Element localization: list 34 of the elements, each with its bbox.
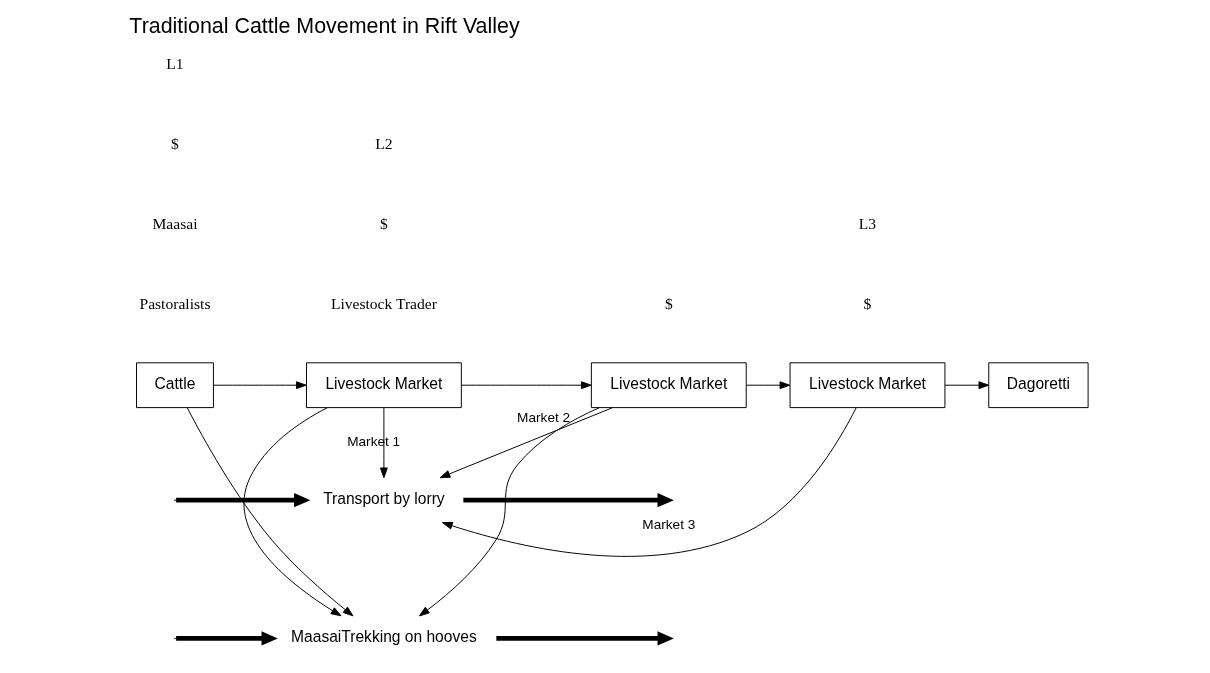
- node-text: MaasaiTrekking on hooves: [291, 628, 477, 646]
- arrow: [380, 407, 388, 479]
- edge-label: Market 3: [642, 516, 696, 532]
- label: L2: [375, 135, 393, 153]
- label: Livestock Trader: [330, 295, 437, 313]
- label: L3: [858, 215, 877, 233]
- arrow: [442, 407, 857, 557]
- label: L1: [166, 55, 184, 73]
- arrow: [463, 493, 674, 508]
- arrow: [213, 381, 307, 390]
- label: $: [380, 215, 388, 233]
- label: Pastoralists: [139, 295, 211, 313]
- arrow: [944, 381, 990, 390]
- arrow: [439, 407, 613, 479]
- diagram-title: Traditional Cattle Movement in Rift Valley: [129, 14, 520, 39]
- arrow: [186, 407, 354, 617]
- arrow: [496, 631, 674, 646]
- arrow: [460, 381, 592, 390]
- node-box: Dagoretti: [988, 362, 1089, 409]
- label: $: [171, 135, 179, 153]
- arrow: [418, 407, 600, 617]
- node-box: Livestock Market: [590, 362, 747, 409]
- arrow: [745, 381, 791, 390]
- node-box: Livestock Market: [306, 362, 462, 409]
- label: $: [863, 295, 872, 313]
- node-box: Cattle: [136, 362, 214, 409]
- label: $: [664, 295, 673, 313]
- node-box: Livestock Market: [789, 362, 946, 409]
- arrow: [176, 493, 311, 508]
- node-text: Transport by lorry: [323, 489, 445, 507]
- edge-label: Market 2: [517, 410, 571, 426]
- label: Maasai: [152, 215, 198, 233]
- arrow: [243, 407, 342, 617]
- arrow: [176, 631, 278, 646]
